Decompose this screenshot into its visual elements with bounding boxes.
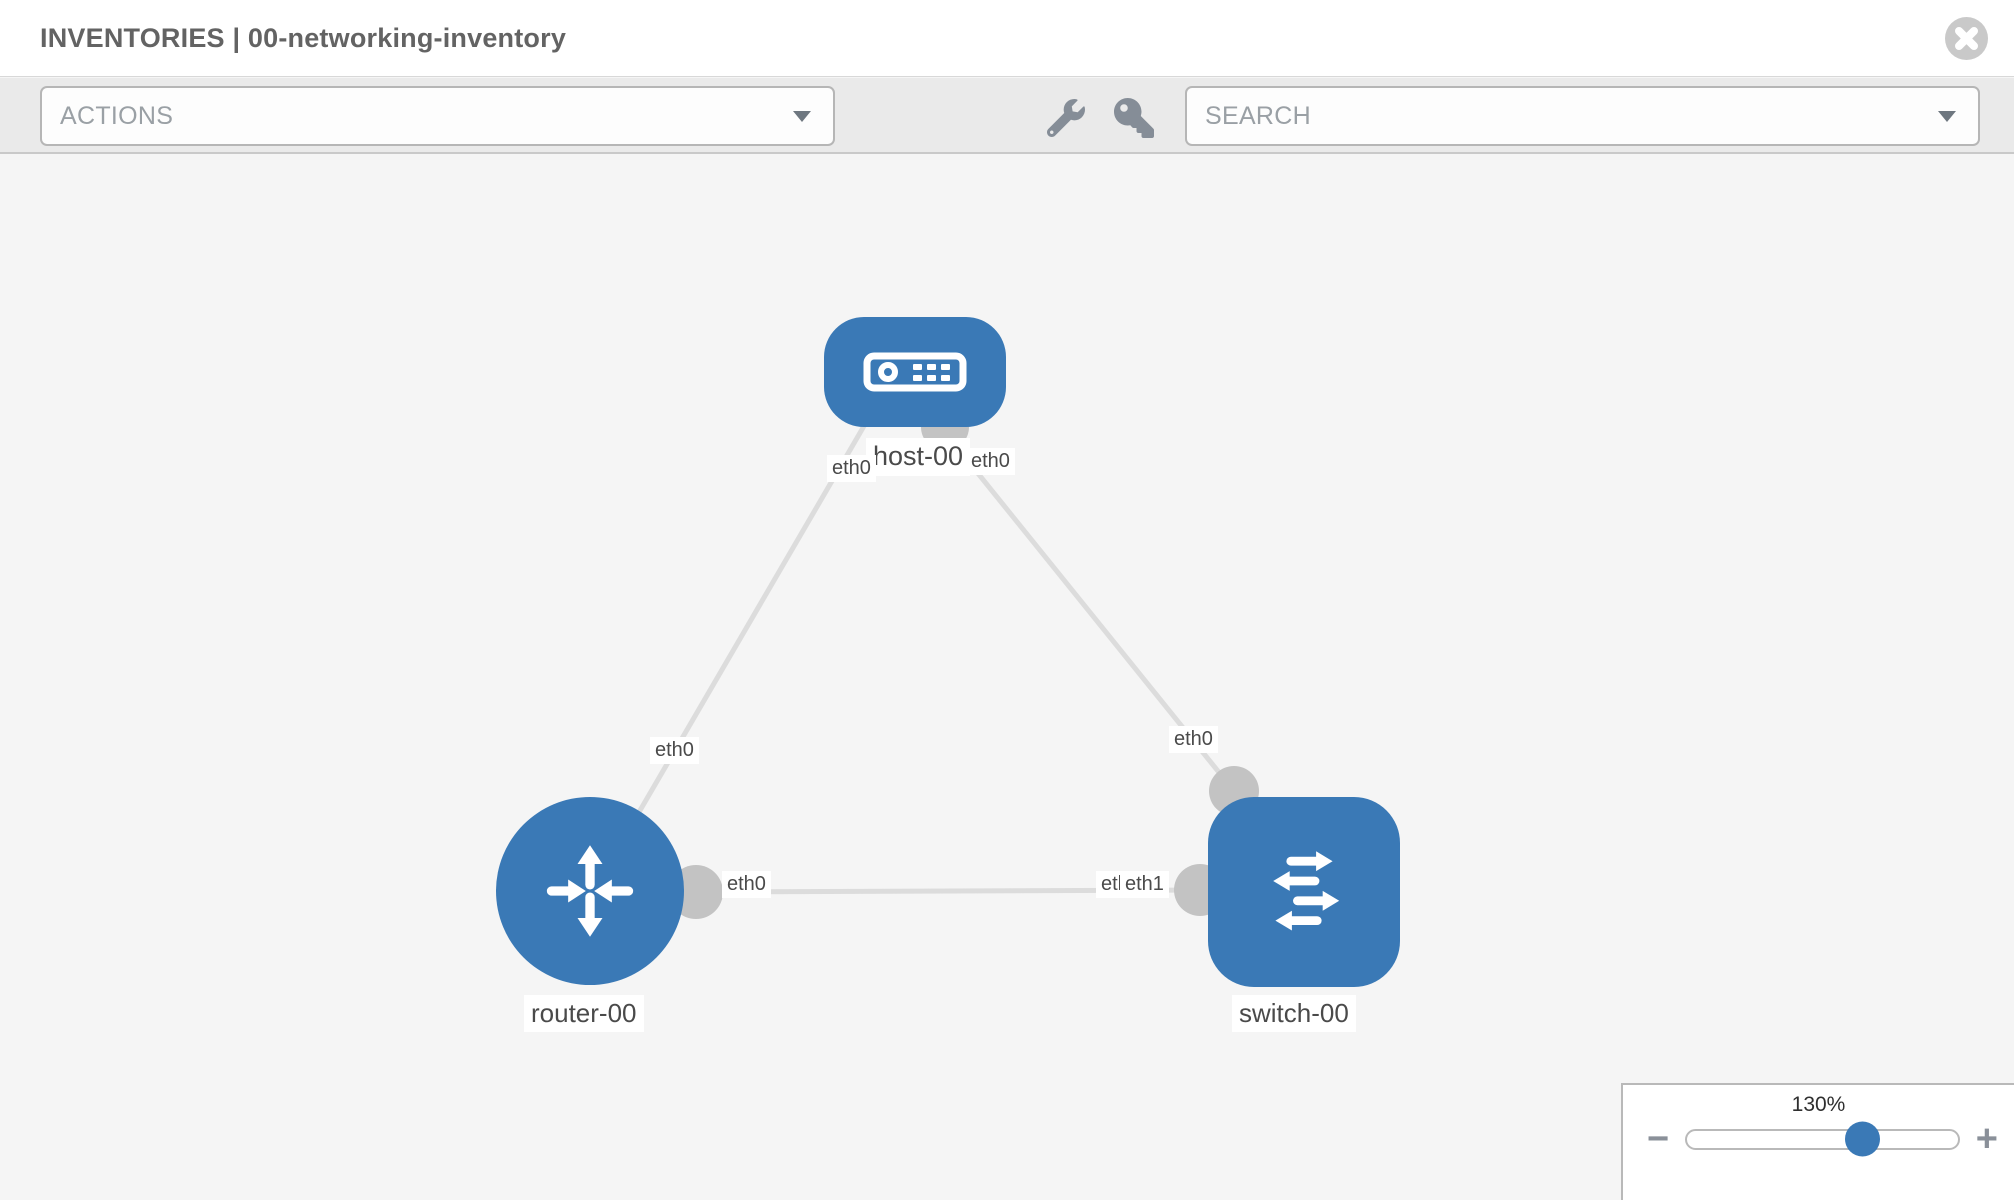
node-router-00[interactable]: [496, 797, 684, 985]
zoom-in-button[interactable]: +: [1976, 1120, 1998, 1158]
router-icon: [546, 845, 634, 937]
key-icon: [1114, 98, 1154, 138]
switch-icon: [1273, 851, 1340, 931]
actions-dropdown[interactable]: ACTIONS: [40, 86, 835, 146]
zoom-slider-handle[interactable]: [1844, 1121, 1880, 1157]
toolbar: ACTIONS: [0, 78, 2014, 154]
link-host-router: [593, 400, 881, 888]
node-host-00[interactable]: [824, 317, 1006, 427]
zoom-control-panel: 130% − +: [1621, 1083, 2014, 1200]
configure-tools-button[interactable]: [1044, 96, 1088, 140]
search-input[interactable]: [1205, 88, 1978, 144]
chevron-down-icon: [793, 111, 811, 122]
header: INVENTORIES | 00-networking-inventory: [0, 0, 2014, 77]
credentials-key-button[interactable]: [1112, 96, 1156, 140]
zoom-slider-row: − +: [1623, 1117, 2014, 1158]
topology-canvas[interactable]: [0, 155, 2014, 1200]
node-label-host: host-00: [866, 438, 971, 476]
server-icon: [863, 352, 967, 392]
if-label-host-router-src: eth0: [827, 455, 876, 482]
actions-dropdown-label: ACTIONS: [60, 101, 174, 130]
port-markers: [669, 403, 1259, 919]
search-dropdown[interactable]: [1185, 86, 1980, 146]
page-title: INVENTORIES | 00-networking-inventory: [40, 22, 567, 53]
minus-icon: −: [1647, 1118, 1670, 1160]
plus-icon: +: [1975, 1118, 1998, 1160]
if-label-router-switch-src: eth0: [722, 871, 771, 898]
close-button[interactable]: [1945, 17, 1988, 60]
node-switch-00[interactable]: [1208, 797, 1400, 987]
if-label-host-switch-src: eth0: [966, 448, 1015, 475]
chevron-down-icon: [1938, 111, 1956, 122]
if-label-host-switch-dst: eth0: [1169, 726, 1218, 753]
wrench-icon: [1047, 99, 1085, 137]
close-icon: [1955, 27, 1978, 50]
node-label-router: router-00: [524, 995, 644, 1032]
zoom-level-value: 130%: [1791, 1093, 1846, 1116]
zoom-slider-track[interactable]: [1685, 1121, 1960, 1157]
if-label-router-switch-dst-eth1: eth1: [1120, 871, 1169, 898]
zoom-out-button[interactable]: −: [1647, 1120, 1669, 1158]
node-label-switch: switch-00: [1232, 995, 1356, 1032]
if-label-host-router-dst: eth0: [650, 737, 699, 764]
